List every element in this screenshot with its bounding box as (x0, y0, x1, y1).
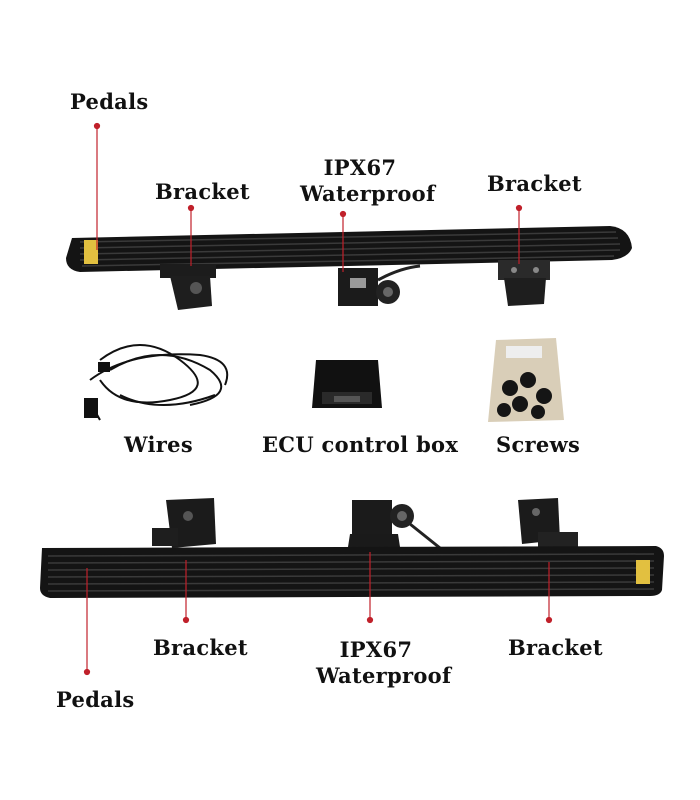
bottom-bracket-right (518, 498, 578, 548)
screws-bag (488, 338, 564, 422)
top-waterproof-label-line2: Waterproof (300, 181, 436, 206)
wire-harness (84, 344, 229, 421)
top-bracket-right (498, 260, 550, 306)
bottom-bracket-left (152, 498, 216, 548)
top-waterproof-label-line1: IPX67 (323, 155, 397, 180)
bottom-waterproof-label-line2: Waterproof (316, 663, 452, 688)
top-actuator-motor (338, 264, 421, 306)
top-bracket-left (160, 264, 216, 310)
pointer-lines (83, 122, 553, 676)
wires-label: Wires (124, 432, 193, 457)
screws-label: Screws (496, 432, 581, 457)
top-pedals-label: Pedals (70, 89, 149, 114)
bottom-waterproof-label-line1: IPX67 (339, 637, 413, 662)
top-running-board (66, 226, 632, 272)
warning-sticker (636, 560, 650, 584)
bottom-bracket-left-label: Bracket (153, 635, 248, 660)
bottom-pedals-label: Pedals (56, 687, 135, 712)
ecu-control-box-label: ECU control box (262, 432, 459, 457)
bottom-running-board (40, 546, 664, 598)
warning-sticker (84, 240, 98, 264)
ecu-box (312, 360, 382, 408)
top-bracket-left-label: Bracket (155, 179, 250, 204)
top-bracket-right-label: Bracket (487, 171, 582, 196)
bottom-bracket-right-label: Bracket (508, 635, 603, 660)
